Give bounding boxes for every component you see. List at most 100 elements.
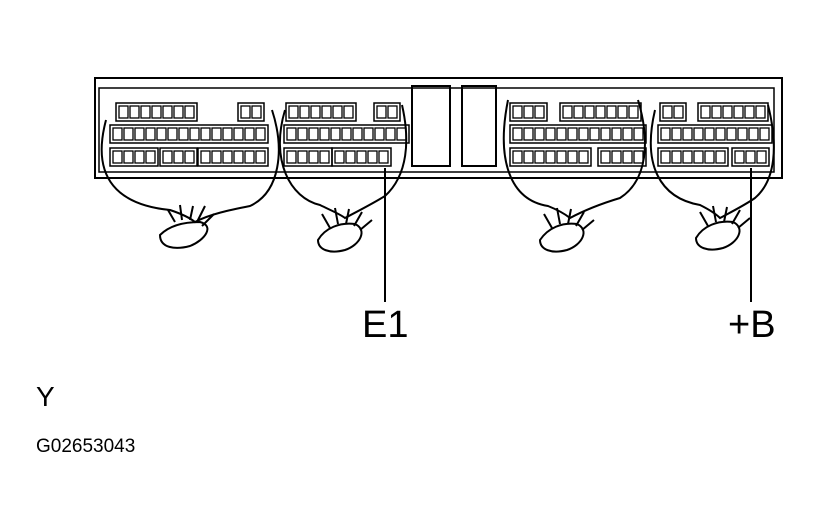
terminal-cavity (512, 127, 523, 141)
cavity-row (331, 147, 392, 167)
terminal-cavity (162, 105, 173, 119)
terminal-cavity (660, 127, 671, 141)
terminal-cavity (255, 127, 266, 141)
terminal-cavity (617, 105, 628, 119)
terminal-cavity (715, 150, 726, 164)
terminal-cavity (244, 127, 255, 141)
cavity-row (657, 147, 729, 167)
terminal-cavity (700, 105, 711, 119)
terminal-cavity (112, 150, 123, 164)
terminal-cavity (308, 150, 319, 164)
cavity-row (115, 102, 198, 122)
cavity-row (283, 124, 410, 144)
terminal-cavity (173, 105, 184, 119)
terminal-cavity (134, 127, 145, 141)
terminal-cavity (378, 150, 389, 164)
connector-housing (94, 77, 783, 179)
terminal-cavity (376, 105, 387, 119)
terminal-cavity (345, 150, 356, 164)
terminal-cavity (523, 127, 534, 141)
terminal-cavity (167, 127, 178, 141)
terminal-cavity (578, 150, 589, 164)
cavity-row (237, 102, 265, 122)
terminal-cavity (759, 127, 770, 141)
terminal-cavity (534, 127, 545, 141)
figure-code: G02653043 (36, 436, 136, 457)
terminal-cavity (512, 150, 523, 164)
terminal-cavity (682, 150, 693, 164)
terminal-cavity (222, 150, 233, 164)
terminal-cavity-grid (109, 102, 773, 167)
terminal-cavity (211, 127, 222, 141)
terminal-cavity (134, 150, 145, 164)
terminal-cavity (299, 105, 310, 119)
terminal-cavity (704, 150, 715, 164)
terminal-cavity (310, 105, 321, 119)
terminal-cavity (222, 127, 233, 141)
terminal-cavity (573, 105, 584, 119)
terminal-cavity (715, 127, 726, 141)
cavity-row (597, 147, 647, 167)
terminal-cavity (145, 150, 156, 164)
terminal-cavity (396, 127, 407, 141)
terminal-cavity (233, 127, 244, 141)
terminal-cavity (600, 127, 611, 141)
pin-label-e1: E1 (362, 304, 409, 346)
terminal-cavity (343, 105, 354, 119)
terminal-cavity (704, 127, 715, 141)
terminal-cavity (733, 105, 744, 119)
terminal-cavity (123, 150, 134, 164)
wire-bundle-1 (100, 109, 280, 249)
terminal-cavity (671, 127, 682, 141)
terminal-cavity (756, 150, 767, 164)
terminal-cavity (622, 150, 633, 164)
terminal-cavity (162, 150, 173, 164)
terminal-cavity (722, 105, 733, 119)
terminal-cavity (584, 105, 595, 119)
terminal-cavity (233, 150, 244, 164)
terminal-cavity (184, 105, 195, 119)
terminal-cavity (200, 127, 211, 141)
terminal-cavity (567, 150, 578, 164)
terminal-cavity (356, 150, 367, 164)
terminal-cavity (628, 105, 639, 119)
cavity-row (657, 124, 773, 144)
terminal-cavity (387, 105, 398, 119)
terminal-cavity (556, 150, 567, 164)
terminal-cavity (748, 127, 759, 141)
terminal-cavity (319, 150, 330, 164)
terminal-cavity (385, 127, 396, 141)
terminal-cavity (118, 105, 129, 119)
terminal-cavity (545, 150, 556, 164)
terminal-cavity (734, 150, 745, 164)
terminal-cavity (308, 127, 319, 141)
terminal-cavity (363, 127, 374, 141)
wire-bundle-3 (502, 99, 646, 253)
terminal-cavity (156, 127, 167, 141)
terminal-cavity (595, 105, 606, 119)
cavity-row (109, 124, 269, 144)
terminal-cavity (726, 127, 737, 141)
terminal-cavity (578, 127, 589, 141)
terminal-cavity (189, 127, 200, 141)
terminal-cavity (255, 150, 266, 164)
cavity-row (109, 147, 159, 167)
terminal-cavity (321, 105, 332, 119)
terminal-cavity (123, 127, 134, 141)
terminal-cavity (534, 105, 545, 119)
terminal-cavity (523, 105, 534, 119)
terminal-cavity (562, 105, 573, 119)
wire-bundle-2 (278, 104, 408, 253)
terminal-cavity (693, 150, 704, 164)
terminal-cavity (332, 105, 343, 119)
terminal-cavity (286, 150, 297, 164)
terminal-cavity (523, 150, 534, 164)
cavity-row (731, 147, 770, 167)
terminal-cavity (244, 150, 255, 164)
cavity-row (197, 147, 269, 167)
cavity-row (285, 102, 357, 122)
terminal-cavity (711, 105, 722, 119)
terminal-cavity (129, 105, 140, 119)
terminal-cavity (673, 105, 684, 119)
terminal-cavity (341, 127, 352, 141)
